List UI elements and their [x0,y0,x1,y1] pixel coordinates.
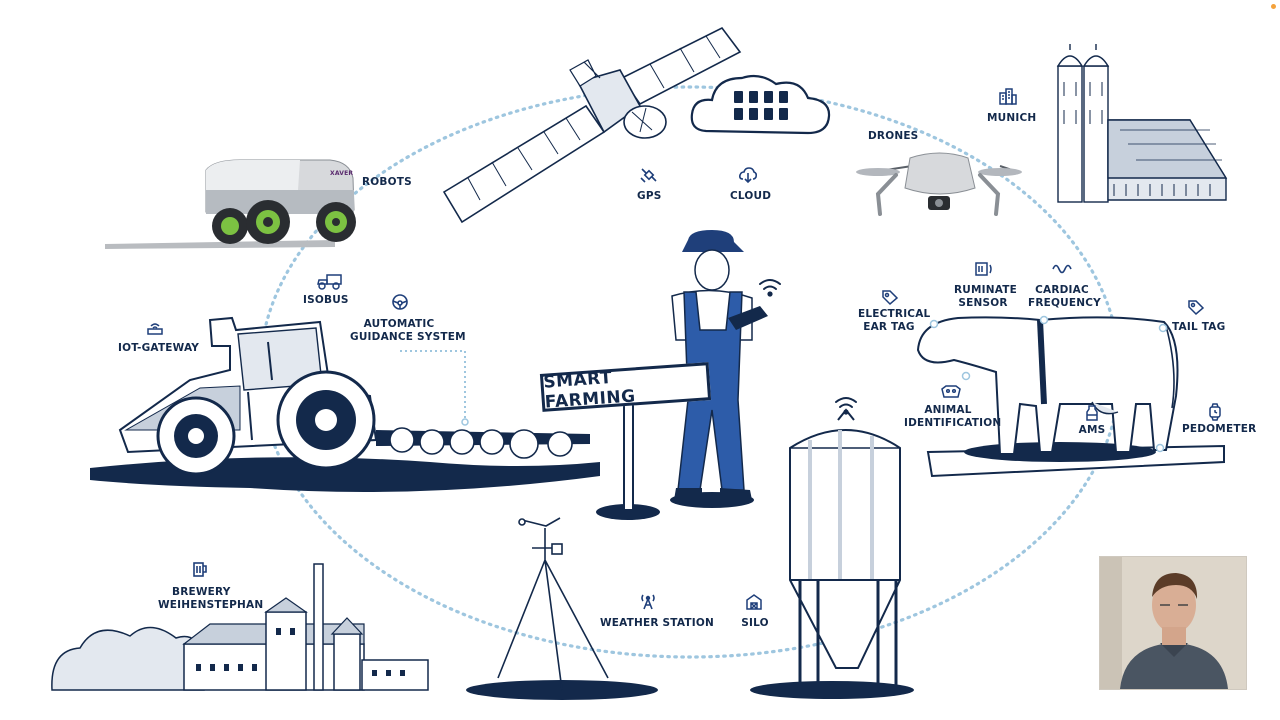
cloud-label: CLOUD [730,190,772,202]
steering-wheel-icon [390,293,410,311]
cloud-illustration [690,74,831,135]
watch-icon [1205,403,1225,421]
heartbeat-wave-icon [1052,260,1072,278]
brewery-label-line1: BREWERY [172,586,231,598]
brewery-label-line2: WEIHENSTEPHAN [158,599,264,611]
munich-label: MUNICH [987,112,1037,124]
beer-mug-icon [190,560,210,578]
weather-station-illustration [466,517,658,700]
ruminate-sensor-label-line2: SENSOR [958,297,1008,309]
tail-tag-label: TAIL TAG [1172,321,1226,333]
ruminate-sensor-label-line1: RUMINATE [954,284,1018,296]
city-buildings-icon [998,87,1018,105]
antenna-icon [638,592,658,610]
presenter-video [1099,556,1247,690]
robot-illustration [105,159,356,249]
automatic-guidance-label-line1: AUTOMATIC [363,318,435,330]
presenter-silhouette [1100,557,1246,689]
automatic-guidance-label-line2: GUIDANCE SYSTEM [350,331,466,343]
cloud-download-icon [738,166,758,184]
farmer-illustration [596,230,768,520]
pedometer-label: PEDOMETER [1182,423,1257,435]
milk-icon [1082,404,1102,422]
satellite-icon [639,166,659,184]
barn-icon [744,593,764,611]
iot-gateway-label: IOT-GATEWAY [118,342,200,354]
wifi-icon [835,397,857,415]
drones-label: DRONES [868,130,919,142]
munich-church-illustration [1056,44,1228,203]
animal-identification-label-line2: IDENTIFICATION [904,417,1002,429]
guidance-connector [400,350,466,422]
wifi-icon [759,279,781,297]
drone-illustration [856,152,1022,216]
animal-identification-label-line1: ANIMAL [924,404,972,416]
weather-station-label: WEATHER STATION [600,617,714,629]
silo-illustration [750,408,914,699]
silo-label: SILO [741,617,769,629]
tag-icon [1186,298,1206,316]
cardiac-frequency-label-line1: CARDIAC [1035,284,1089,296]
cow-id-icon [938,383,964,401]
recording-indicator [1271,4,1276,9]
gps-label: GPS [637,190,662,202]
electrical-ear-tag-label-line1: ELECTRICAL [858,308,931,320]
router-icon [145,318,165,336]
satellite-illustration [442,26,742,224]
cow-illustration [916,315,1225,478]
robot-brand-text: XAVER [330,170,354,177]
cardiac-frequency-label-line2: FREQUENCY [1028,297,1101,309]
isobus-label: ISOBUS [303,294,349,306]
sensor-icon [974,260,994,278]
tractor-icon [315,272,345,290]
electrical-ear-tag-label-line2: EAR TAG [863,321,915,333]
ams-label: AMS [1078,424,1106,436]
brewery-illustration [51,563,429,691]
tractor-illustration [90,316,600,492]
tag-icon [880,288,900,306]
robots-label: ROBOTS [362,176,412,188]
